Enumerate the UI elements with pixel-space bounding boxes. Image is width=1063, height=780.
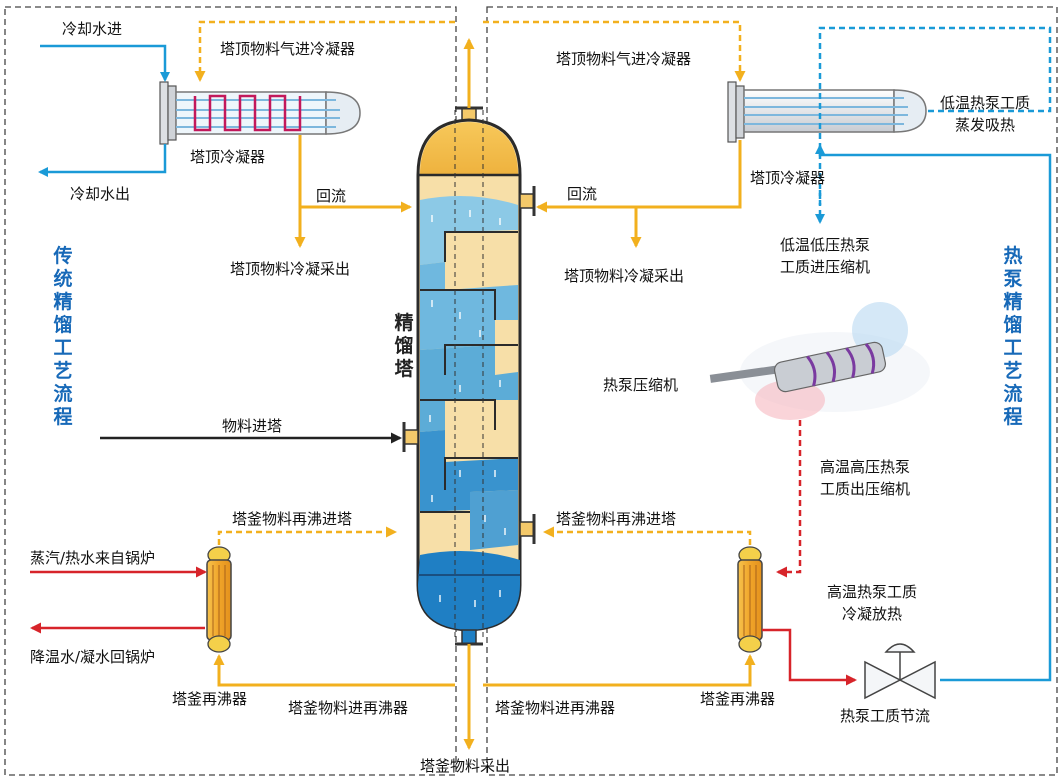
left-reboil-return-label: 塔釜物料再沸进塔 <box>232 510 353 528</box>
cooling-water-in-label: 冷却水进 <box>62 20 123 38</box>
right-to-reboiler-label: 塔釜物料进再沸器 <box>495 699 616 717</box>
left-condenser-label: 塔顶冷凝器 <box>190 148 266 166</box>
left-reboiler-label: 塔釜再沸器 <box>172 690 248 708</box>
distillation-tower <box>402 106 536 646</box>
evaporator-note-line1: 低温热泵工质 <box>939 94 1030 112</box>
condense-note-line1: 高温热泵工质 <box>826 583 917 601</box>
left-to-reboiler-label: 塔釜物料进再沸器 <box>288 699 409 717</box>
water-return-label: 降温水/凝水回锅炉 <box>30 648 156 666</box>
to-compressor-line1: 低温低压热泵 <box>779 236 870 254</box>
right-reboiler-graphic <box>737 546 763 653</box>
left-process-title: 传统精馏工艺流程 <box>53 245 73 428</box>
throttle-valve-graphic <box>864 643 936 700</box>
to-compressor-line2: 工质进压缩机 <box>779 258 870 276</box>
heat-pump-compressor-graphic <box>709 302 930 420</box>
evaporator-note-line2: 蒸发吸热 <box>954 116 1015 134</box>
left-reboiler-graphic <box>206 546 232 653</box>
right-condenser-graphic <box>727 81 927 143</box>
compressor-label: 热泵压缩机 <box>603 376 679 394</box>
right-condenser-label: 塔顶冷凝器 <box>750 169 826 187</box>
right-reflux-label: 回流 <box>567 185 598 203</box>
right-process-title: 热泵精馏工艺流程 <box>1003 245 1023 428</box>
right-overhead-product-label: 塔顶物料冷凝采出 <box>564 267 685 285</box>
right-reboiler-label: 塔釜再沸器 <box>700 690 776 708</box>
left-vapor-to-condenser-label: 塔顶物料气进冷凝器 <box>220 40 356 58</box>
left-overhead-product-label: 塔顶物料冷凝采出 <box>230 260 351 278</box>
from-compressor-line2: 工质出压缩机 <box>819 480 910 498</box>
tower-name: 精馏塔 <box>394 312 414 380</box>
throttle-label: 热泵工质节流 <box>840 707 931 725</box>
left-condenser-graphic <box>159 81 361 145</box>
left-reflux-label: 回流 <box>316 187 347 205</box>
right-reboil-return-label: 塔釜物料再沸进塔 <box>556 510 677 528</box>
cooling-water-out-label: 冷却水出 <box>70 185 131 203</box>
from-compressor-line1: 高温高压热泵 <box>819 458 910 476</box>
steam-in-label: 蒸汽/热水来自锅炉 <box>30 549 156 567</box>
condense-note-line2: 冷凝放热 <box>841 605 902 623</box>
right-vapor-to-condenser-label: 塔顶物料气进冷凝器 <box>556 50 692 68</box>
feed-label: 物料进塔 <box>222 417 283 435</box>
bottom-product-label: 塔釜物料采出 <box>420 757 511 775</box>
